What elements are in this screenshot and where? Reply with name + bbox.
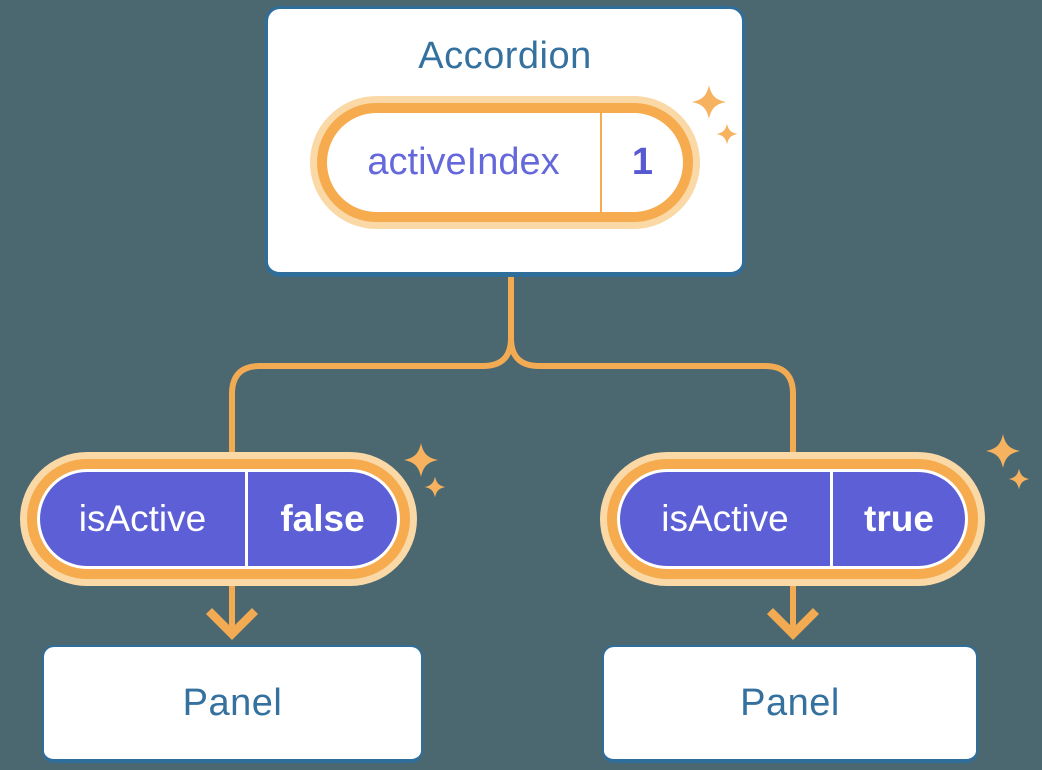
- accordion-title: Accordion: [418, 35, 592, 77]
- panel-title: Panel: [182, 681, 283, 724]
- prop-pill-label: isActive: [40, 472, 245, 566]
- arrow-left-head: [205, 607, 259, 641]
- prop-pill-value: true: [833, 472, 965, 566]
- is-active-pill-false: isActive false: [27, 459, 410, 579]
- sparkle-icon: [1008, 468, 1030, 490]
- panel-title: Panel: [740, 681, 840, 724]
- sparkle-icon: [986, 434, 1020, 468]
- prop-pill-value: false: [248, 472, 397, 566]
- sparkle-icon: [716, 123, 738, 145]
- arrow-right-head: [766, 607, 820, 641]
- is-active-pill-true: isActive true: [607, 459, 978, 579]
- sparkle-icon: [404, 443, 438, 477]
- active-index-pill: activeIndex 1: [317, 103, 693, 222]
- panel-card-right: Panel: [602, 645, 978, 763]
- branch-right-line: [508, 337, 796, 478]
- pill-divider: [600, 113, 602, 212]
- state-pill-value: 1: [631, 141, 654, 183]
- sparkle-icon: [424, 476, 446, 498]
- state-pill-label: activeIndex: [367, 141, 560, 183]
- branch-left-line: [229, 277, 514, 478]
- sparkle-icon: [692, 85, 726, 119]
- prop-pill-label: isActive: [620, 472, 830, 566]
- panel-card-left: Panel: [42, 645, 423, 763]
